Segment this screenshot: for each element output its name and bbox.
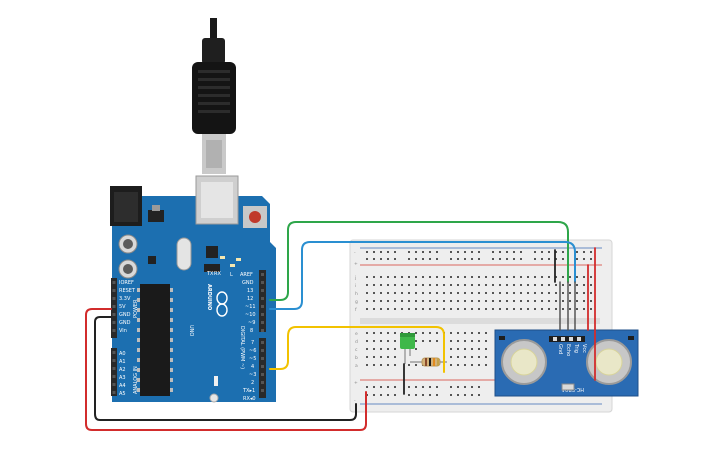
pin-a0: A0: [119, 351, 126, 357]
top-terminal-holes: [366, 276, 592, 310]
analog-header-title: ANALOG IN: [133, 366, 139, 394]
pin-5v: 5V: [119, 304, 126, 310]
usb-strain-relief: [202, 38, 225, 64]
sensor-receiver-mesh: [595, 348, 623, 376]
wire-red[interactable]: [85, 308, 367, 431]
row-letter-c: c: [355, 348, 358, 353]
wires: [85, 221, 596, 431]
pin-8: 8: [250, 328, 253, 334]
sensor-pin-echo: Echo: [565, 344, 571, 356]
sensor-transmitter-mesh: [510, 348, 538, 376]
row-letter-a: a: [355, 364, 358, 369]
pin-12: 12: [247, 296, 253, 302]
resistor[interactable]: [410, 357, 447, 367]
led-label-rx: RX: [214, 271, 221, 277]
usb-chip: [206, 246, 218, 258]
pin-2: 2: [251, 380, 254, 386]
led-label-l: L: [230, 272, 233, 278]
digital-header-top: [259, 270, 266, 332]
bottom-rail-plus-symbol: +: [354, 380, 358, 386]
usb-cable-cord: [210, 18, 217, 46]
top-rail-holes: [366, 251, 592, 260]
bottom-terminal-holes: [366, 332, 487, 366]
top-rail-minus-symbol: -: [354, 251, 356, 256]
microcontroller-chip: [140, 284, 170, 396]
led-label-tx: TX: [206, 271, 214, 277]
pin-a3: A3: [119, 375, 126, 381]
pin-a2: A2: [119, 367, 126, 373]
pin-7: 7: [251, 340, 254, 346]
sensor-crystal: [561, 383, 575, 391]
green-led[interactable]: [400, 333, 415, 364]
row-letter-b: b: [355, 355, 358, 361]
row-letter-j: j: [354, 275, 356, 281]
pin-10: ~10: [245, 312, 256, 318]
arduino-logo: ARDUINO: [206, 284, 228, 317]
sensor-pin-header: [549, 336, 585, 342]
arduino-brand-text: ARDUINO: [206, 284, 212, 310]
row-letter-f: f: [355, 307, 357, 313]
row-letter-e: e: [355, 332, 358, 337]
pin-4: 4: [251, 364, 254, 370]
analog-header: [111, 348, 117, 396]
hc-sr04-sensor[interactable]: Vcc Trig Echo Gnd HC-SR04: [494, 329, 639, 397]
row-letter-d: d: [355, 339, 358, 345]
sensor-pin-vcc: Vcc: [581, 344, 587, 353]
led-lens: [400, 336, 415, 349]
pin-ioref: IOREF: [119, 280, 134, 286]
row-letter-i: i: [355, 283, 356, 289]
pin-tx: TX▸1: [242, 388, 255, 394]
top-rail-plus-symbol: +: [354, 261, 358, 267]
pin-gnd-top: GND: [242, 280, 254, 286]
pin-11: ~11: [245, 304, 256, 310]
pin-rx: RX◂0: [243, 396, 256, 402]
arduino-model-text: UNO: [188, 325, 194, 336]
pin-13: 13: [247, 288, 253, 294]
wire-blue[interactable]: [269, 241, 576, 310]
bottom-rail-minus-symbol: -: [354, 399, 356, 404]
pin-a5: A5: [119, 391, 126, 397]
pin-a4: A4: [119, 383, 126, 389]
pin-3v3: 3.3V: [119, 296, 131, 302]
voltage-regulator: [148, 210, 164, 222]
pin-3: ~3: [249, 372, 256, 378]
digital-header-title: DIGITAL (PWM ~): [239, 326, 245, 369]
pin-gnd-1: GND: [119, 312, 131, 318]
wire-black[interactable]: [94, 316, 357, 421]
sensor-pin-trig: Trig: [573, 343, 579, 353]
pin-reset: RESET: [119, 288, 136, 294]
pin-6: ~6: [249, 348, 256, 354]
pin-9: ~9: [248, 320, 255, 326]
wire-yellow[interactable]: [269, 326, 445, 373]
row-letter-g: g: [355, 300, 358, 305]
reset-button-cap[interactable]: [249, 211, 261, 223]
pin-5: ~5: [249, 356, 256, 362]
crystal-oscillator: [176, 237, 192, 271]
pin-vin: Vin: [119, 328, 127, 334]
usb-cable[interactable]: [192, 18, 236, 174]
bottom-rail-holes: [366, 386, 480, 396]
pin-a1: A1: [119, 359, 126, 365]
power-header-title: POWER: [133, 299, 139, 318]
sensor-pin-gnd: Gnd: [557, 344, 563, 354]
pin-aref: AREF: [240, 272, 253, 278]
wire-green[interactable]: [269, 221, 569, 301]
center-channel: [360, 318, 600, 324]
arduino-board[interactable]: TX RX L IOREF RESET 3.3V 5V GND GND Vin …: [110, 175, 276, 403]
pin-gnd-2: GND: [119, 320, 131, 326]
row-letter-h: h: [355, 291, 358, 297]
